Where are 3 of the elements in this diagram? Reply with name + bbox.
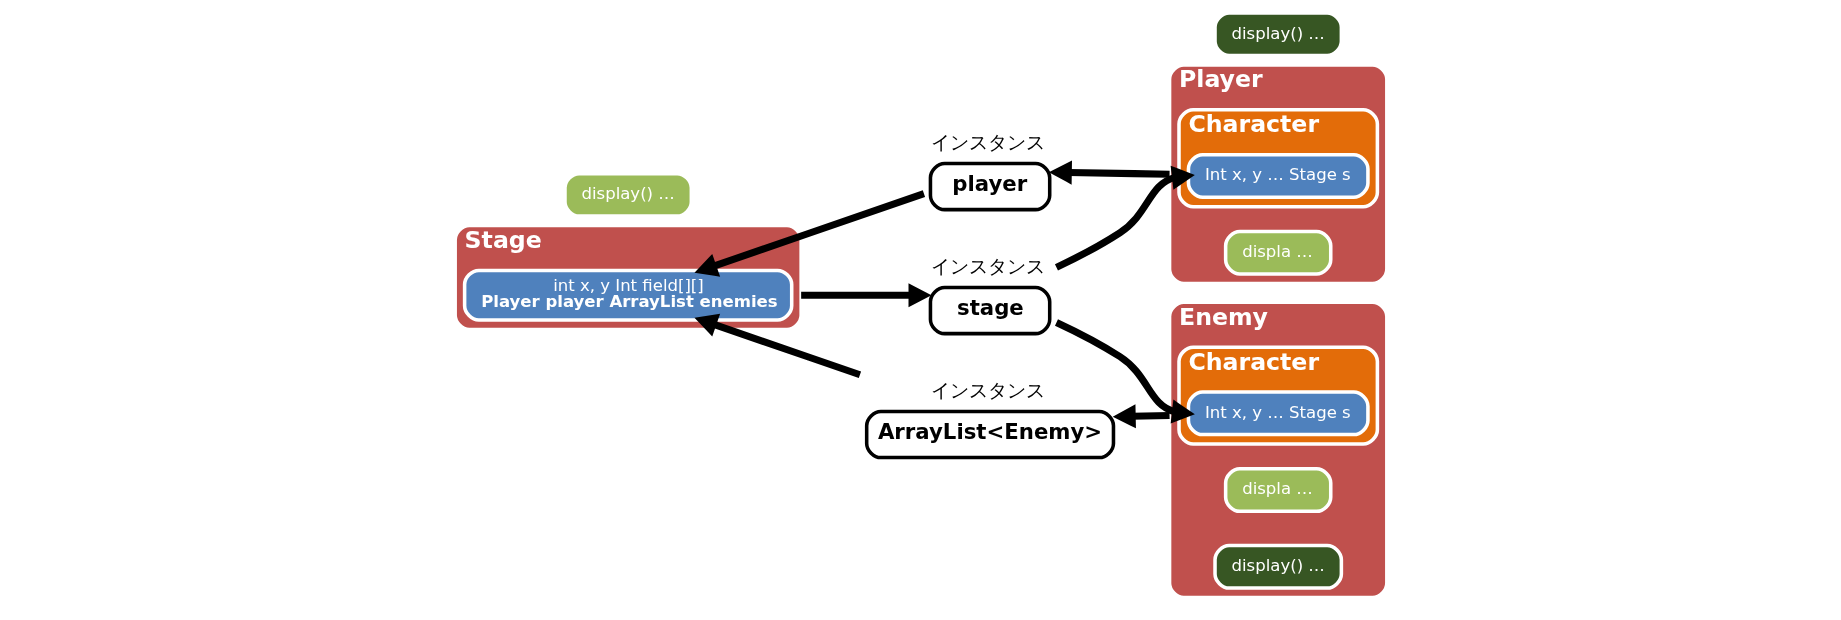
node-label: インスタンス xyxy=(930,254,1045,277)
node-label: インスタンス xyxy=(930,130,1045,153)
node-label: インスタンス xyxy=(930,378,1045,401)
